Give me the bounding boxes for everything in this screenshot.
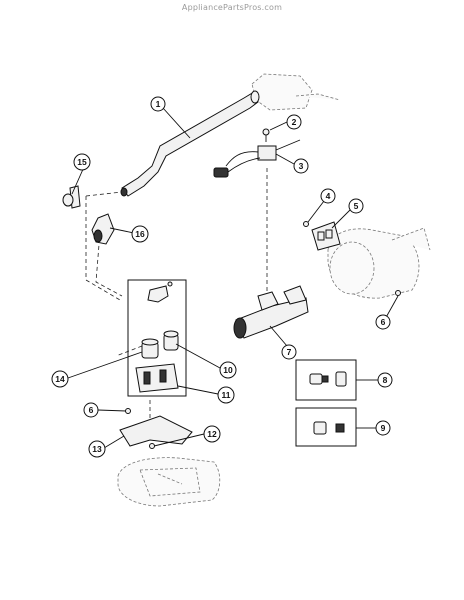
callout-4-label: 4 [326,191,331,201]
callout-10-label: 10 [223,365,233,375]
callout-13-label: 13 [92,444,102,454]
callout-14: 14 [51,370,69,388]
callout-2: 2 [286,114,302,130]
cabinet-bracket-ghost [251,73,341,111]
callout-16: 16 [131,225,149,243]
callout-3: 3 [293,158,309,174]
part-11-gas-valve [135,363,179,393]
callout-10: 10 [219,361,237,379]
callout-8: 8 [377,372,393,388]
callout-8-label: 8 [383,375,388,385]
watermark: AppliancePartsPros.com [181,3,283,12]
part-9-kit-box [295,407,372,447]
part-10-valve-coil [163,330,179,351]
callout-9: 9 [375,420,391,436]
blower-housing-ghost [327,227,431,299]
assembly-guide-lines [85,168,268,418]
part-1-gas-pipe [120,90,260,197]
valve-bracket [147,281,173,303]
part-15-clamp [62,185,81,209]
part-3-wire-harness [213,139,301,178]
part-4-screw [303,221,309,227]
callout-15-label: 15 [77,157,87,167]
gas-valve-assembly-box [127,279,187,397]
part-12-screw [149,443,155,449]
callout-14-label: 14 [55,374,65,384]
part-6-screw-left [125,408,131,414]
callout-15: 15 [73,153,91,171]
callout-5-label: 5 [354,201,359,211]
part-13-valve-mount-bracket [119,415,193,447]
callout-5: 5 [348,198,364,214]
callout-9-label: 9 [381,423,386,433]
callout-6-left-label: 6 [89,405,94,415]
callout-12: 12 [203,425,221,443]
callout-2-label: 2 [292,117,297,127]
callout-11: 11 [217,386,235,404]
part-2-screw [262,128,270,142]
callout-12-label: 12 [207,429,217,439]
callout-1-label: 1 [156,99,161,109]
part-16-elbow-fitting [91,213,115,245]
callout-6-left: 6 [83,402,99,418]
part-6-screw-right [395,290,401,296]
part-8-kit-box [295,359,372,401]
part-7-burner-assembly [233,285,309,339]
base-plate-ghost [117,457,221,507]
callout-6-right: 6 [375,314,391,330]
part-5-mounting-bracket [311,221,341,251]
part-14-valve-coil [141,338,159,359]
callout-7-label: 7 [287,347,292,357]
callout-1: 1 [150,96,166,112]
callout-3-label: 3 [299,161,304,171]
callout-13: 13 [88,440,106,458]
callout-4: 4 [320,188,336,204]
callout-16-label: 16 [135,229,145,239]
callout-11-label: 11 [222,390,231,400]
callout-7: 7 [281,344,297,360]
callout-6-right-label: 6 [381,317,386,327]
